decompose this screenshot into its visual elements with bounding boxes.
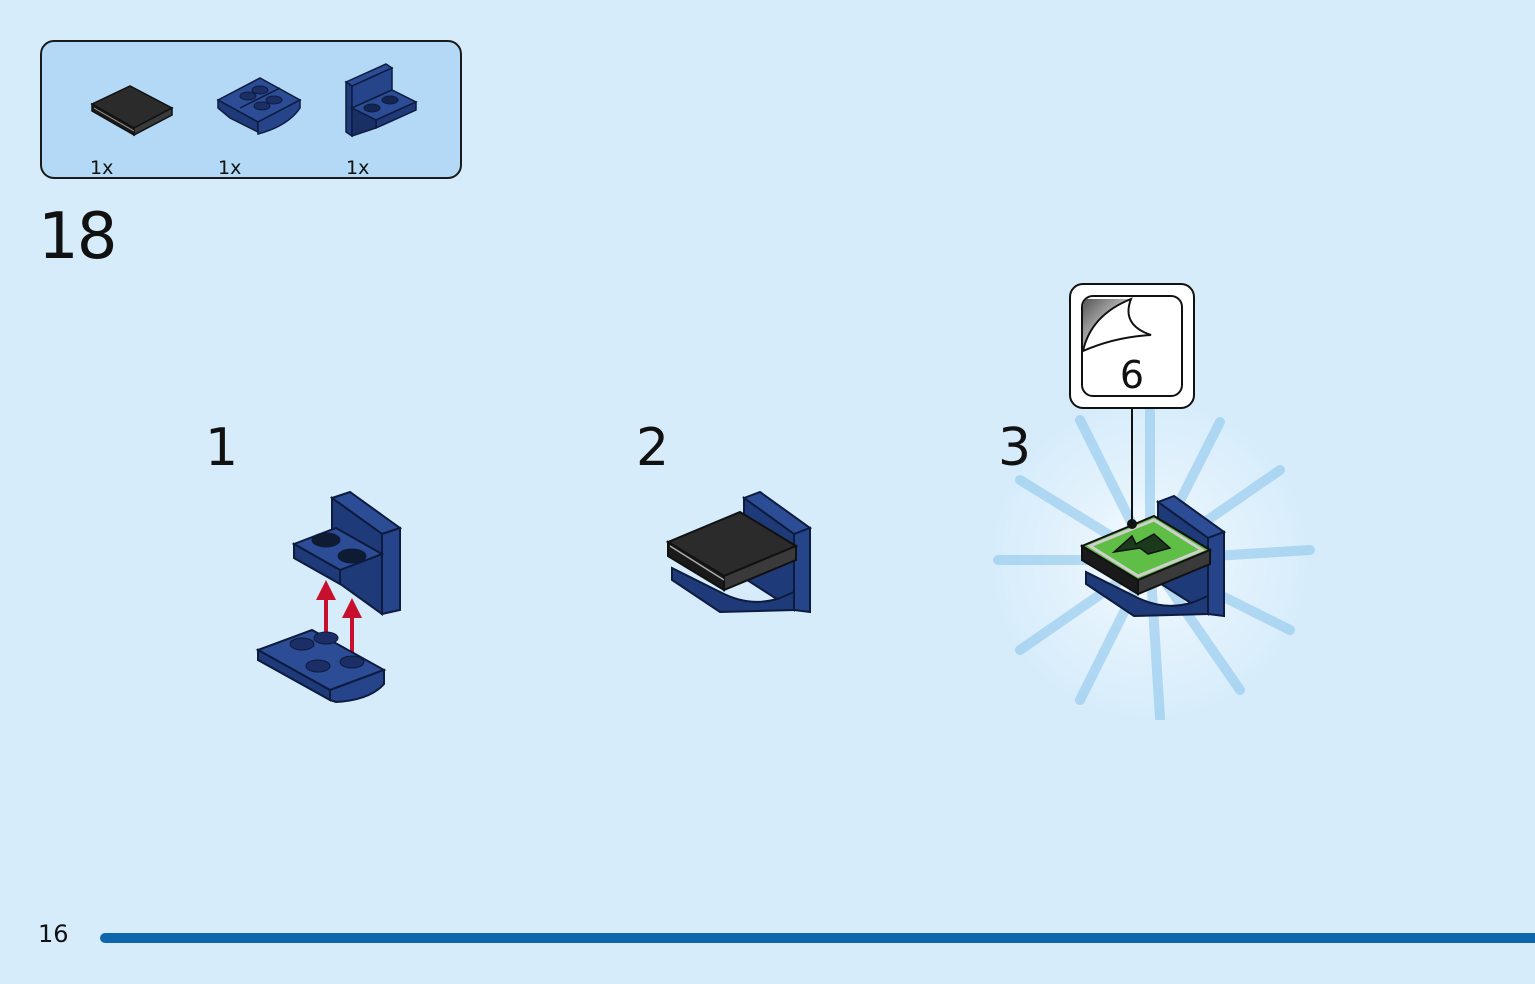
part-qty: 1x [346, 157, 370, 179]
sticker-peel-icon [1083, 297, 1152, 353]
callout-leader-dot [1127, 519, 1137, 529]
substep-1-illustration [255, 490, 403, 704]
step-number: 18 [38, 200, 117, 274]
part-black-tile: 1x [88, 60, 188, 179]
part-inverted-slope: 1x [216, 60, 316, 179]
bracket-icon [344, 63, 418, 138]
sticker-callout: 6 [1069, 283, 1195, 409]
part-qty: 1x [90, 157, 114, 179]
substep-2-illustration [665, 490, 813, 614]
sticker-callout-inner: 6 [1081, 295, 1183, 397]
page-number: 16 [38, 920, 69, 948]
substep-label-1: 1 [205, 418, 239, 478]
inverted-slope-icon [216, 77, 302, 135]
sticker-number: 6 [1119, 353, 1145, 397]
part-qty: 1x [218, 157, 242, 179]
substep-label-2: 2 [636, 418, 670, 478]
callout-leader-line [1131, 409, 1133, 523]
part-bracket: 1x [344, 60, 444, 179]
parts-list-box: 1x 1x 1x [40, 40, 462, 179]
page-progress-bar [100, 933, 1535, 943]
substep-3-illustration [990, 400, 1315, 720]
black-tile-icon [90, 85, 174, 137]
